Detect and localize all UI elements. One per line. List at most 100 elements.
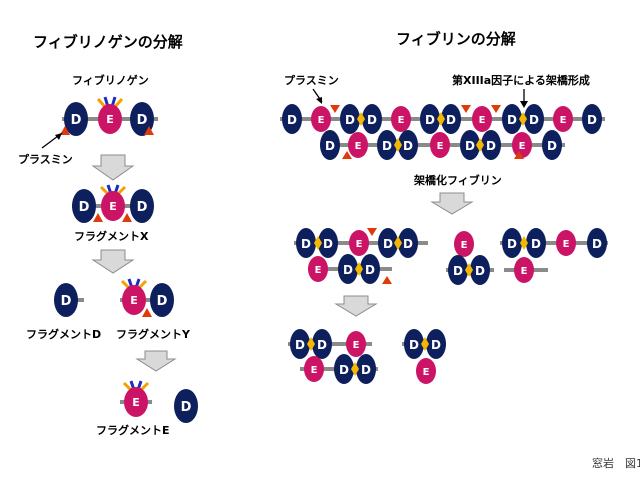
e-domain-label: E	[423, 367, 430, 378]
d-domain: D	[460, 130, 480, 160]
fragment-e-molecule: E	[120, 380, 152, 417]
e-domain-label: E	[130, 294, 138, 307]
plasmin-label-right: プラスミン	[284, 73, 339, 87]
d-domain-label: D	[475, 264, 485, 278]
e-domain-label: E	[519, 141, 526, 152]
d-domain: D	[378, 228, 398, 258]
e-domain-label: E	[356, 239, 363, 250]
d-domain-label: D	[403, 237, 413, 251]
d-domain-label: D	[587, 113, 597, 127]
plasmin-cleavage-marker	[382, 276, 392, 284]
e-domain-label: E	[461, 240, 468, 251]
d-domain: D	[290, 329, 310, 359]
d-domain-label: D	[181, 400, 192, 415]
fragment-d-molecule: D	[54, 283, 84, 317]
e-domain: E	[122, 285, 146, 315]
plasmin-label-left: プラスミン	[18, 152, 73, 166]
e-domain: E	[124, 387, 148, 417]
e-domain: E	[101, 191, 125, 221]
crosslink-pointer	[520, 89, 528, 108]
crosslink-marker	[394, 138, 402, 152]
d-domain-label: D	[383, 237, 393, 251]
plasmin-cleavage-marker	[142, 308, 152, 317]
process-arrow	[334, 295, 378, 317]
d-domain-label: D	[323, 237, 333, 251]
e-domain: E	[391, 106, 411, 132]
d-domain-label: D	[382, 139, 392, 153]
d-domain-label: D	[71, 113, 82, 128]
d-domain-label: D	[287, 113, 297, 127]
d-domain-label: D	[325, 139, 335, 153]
d-domain: D	[524, 104, 544, 134]
d-domain: D	[174, 389, 198, 423]
d-domain-label: D	[365, 263, 375, 277]
d-domain: D	[362, 104, 382, 134]
e-domain: E	[514, 257, 534, 283]
e-domain-label: E	[109, 200, 117, 213]
plasmin-cleavage-marker	[93, 213, 103, 222]
figure-credit: 窓岩 図1	[592, 456, 640, 470]
d-domain: D	[470, 255, 490, 285]
e-domain-label: E	[318, 115, 325, 126]
e-domain: E	[556, 230, 576, 256]
e-domain: E	[553, 106, 573, 132]
plasmin-cleavage-marker	[60, 126, 70, 135]
d-domain: D	[426, 329, 446, 359]
crosslink-marker	[519, 112, 527, 126]
d-domain: D	[441, 104, 461, 134]
d-domain: D	[398, 228, 418, 258]
d-domain-label: D	[425, 113, 435, 127]
process-arrow	[135, 350, 177, 372]
fragment-d-released: D	[174, 389, 198, 423]
d-domain-label: D	[301, 237, 311, 251]
d-domain-label: D	[531, 237, 541, 251]
d-domain: D	[338, 254, 358, 284]
d-domain-label: D	[431, 338, 441, 352]
e-domain-label: E	[521, 266, 528, 277]
d-domain-label: D	[339, 363, 349, 377]
d-domain: D	[130, 102, 154, 136]
d-domain-label: D	[507, 237, 517, 251]
plasmin-cleavage-marker	[367, 228, 377, 236]
e-domain-label: E	[132, 396, 140, 409]
crosslink-marker	[421, 337, 429, 351]
plasmin-cleavage-marker	[491, 105, 501, 113]
d-domain: D	[404, 329, 424, 359]
d-domain: D	[296, 228, 316, 258]
crosslink-marker	[437, 112, 445, 126]
crosslink-marker	[357, 112, 365, 126]
e-domain-label: E	[563, 239, 570, 250]
d-domain-label: D	[529, 113, 539, 127]
e-domain: E	[430, 132, 450, 158]
fragment-x-molecule: D E D	[72, 184, 154, 223]
e-domain: E	[472, 106, 492, 132]
fragment-d-label: フラグメントD	[26, 327, 101, 341]
d-domain-label: D	[343, 263, 353, 277]
e-domain-label: E	[437, 141, 444, 152]
e-domain: E	[308, 256, 328, 282]
e-domain-label: E	[315, 265, 322, 276]
crosslink-label: 第XIIIa因子による架橋形成	[452, 73, 590, 87]
d-domain-label: D	[137, 200, 148, 215]
process-arrow	[430, 192, 474, 215]
e-domain: E	[454, 231, 474, 257]
e-domain-label: E	[311, 365, 318, 376]
d-domain-label: D	[507, 113, 517, 127]
d-domain: D	[320, 130, 340, 160]
d-domain: D	[54, 283, 78, 317]
crosslink-marker	[314, 236, 322, 250]
crosslink-marker	[394, 236, 402, 250]
d-domain-label: D	[403, 139, 413, 153]
d-domain-label: D	[61, 294, 72, 309]
d-domain: D	[64, 102, 88, 136]
d-domain-label: D	[465, 139, 475, 153]
d-domain: D	[420, 104, 440, 134]
d-domain: D	[398, 130, 418, 160]
plasmin-pointer-right	[312, 88, 323, 104]
d-domain: D	[72, 189, 96, 223]
d-domain-label: D	[547, 139, 557, 153]
d-domain-label: D	[79, 200, 90, 215]
e-domain: E	[346, 331, 366, 357]
d-domain-label: D	[295, 338, 305, 352]
d-domain: D	[130, 189, 154, 223]
